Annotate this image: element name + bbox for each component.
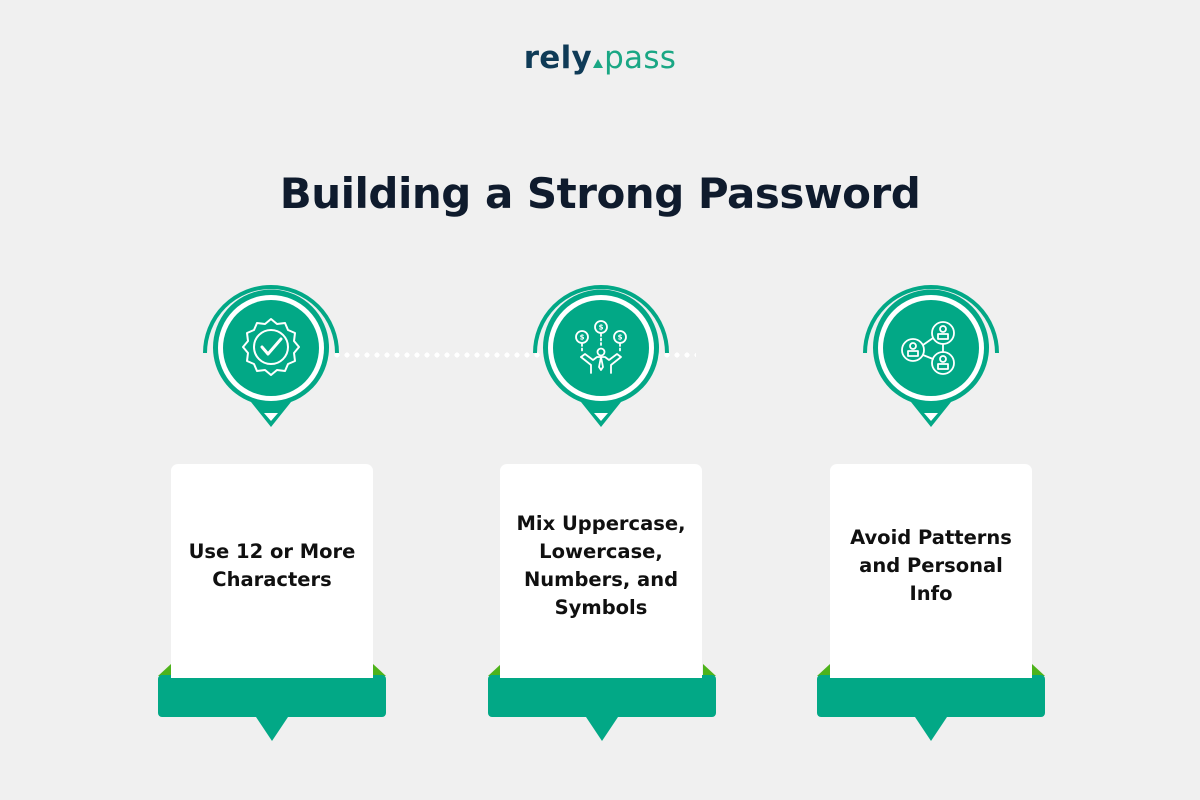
step-3-ribbon (817, 664, 1045, 742)
svg-text:$: $ (599, 324, 604, 332)
brand-logo: rely pass (0, 38, 1200, 78)
step-1-card: Use 12 or More Characters (171, 464, 373, 678)
step-3-text: Avoid Patterns and Personal Info (850, 526, 1012, 605)
ribbon-fold-left (817, 664, 830, 676)
dotted-connector (332, 352, 696, 358)
step-1-text: Use 12 or More Characters (188, 540, 356, 591)
ribbon-fold-right (703, 664, 716, 676)
logo-text-rely: rely (523, 40, 593, 76)
ribbon-pointer (915, 717, 947, 741)
ribbon-fold-left (158, 664, 171, 676)
step-3-card: Avoid Patterns and Personal Info (830, 464, 1032, 678)
ribbon-pointer (586, 717, 618, 741)
step-1-ribbon (158, 664, 386, 742)
step-2-card: Mix Uppercase, Lowercase, Numbers, and S… (500, 464, 702, 678)
step-2-ribbon (488, 664, 716, 742)
ribbon-pointer (256, 717, 288, 741)
ribbon-band (817, 675, 1045, 717)
ribbon-fold-left (488, 664, 501, 676)
svg-text:$: $ (618, 334, 623, 342)
verified-badge-check-icon (242, 318, 300, 376)
logo-triangle-icon (593, 59, 604, 68)
ribbon-fold-right (373, 664, 386, 676)
person-juggling-coins-icon: $ $ $ (575, 320, 627, 374)
page-title: Building a Strong Password (279, 169, 921, 218)
logo-text-pass: pass (604, 40, 677, 76)
ribbon-band (158, 675, 386, 717)
step-1-pin (196, 282, 346, 432)
connected-users-network-icon (901, 321, 955, 375)
step-3-pin (856, 282, 1006, 432)
svg-text:$: $ (580, 334, 585, 342)
step-2-text: Mix Uppercase, Lowercase, Numbers, and S… (516, 512, 686, 619)
ribbon-fold-right (1032, 664, 1045, 676)
ribbon-band (488, 675, 716, 717)
step-2-pin: $ $ $ (526, 282, 676, 432)
pin-shape (203, 285, 339, 427)
